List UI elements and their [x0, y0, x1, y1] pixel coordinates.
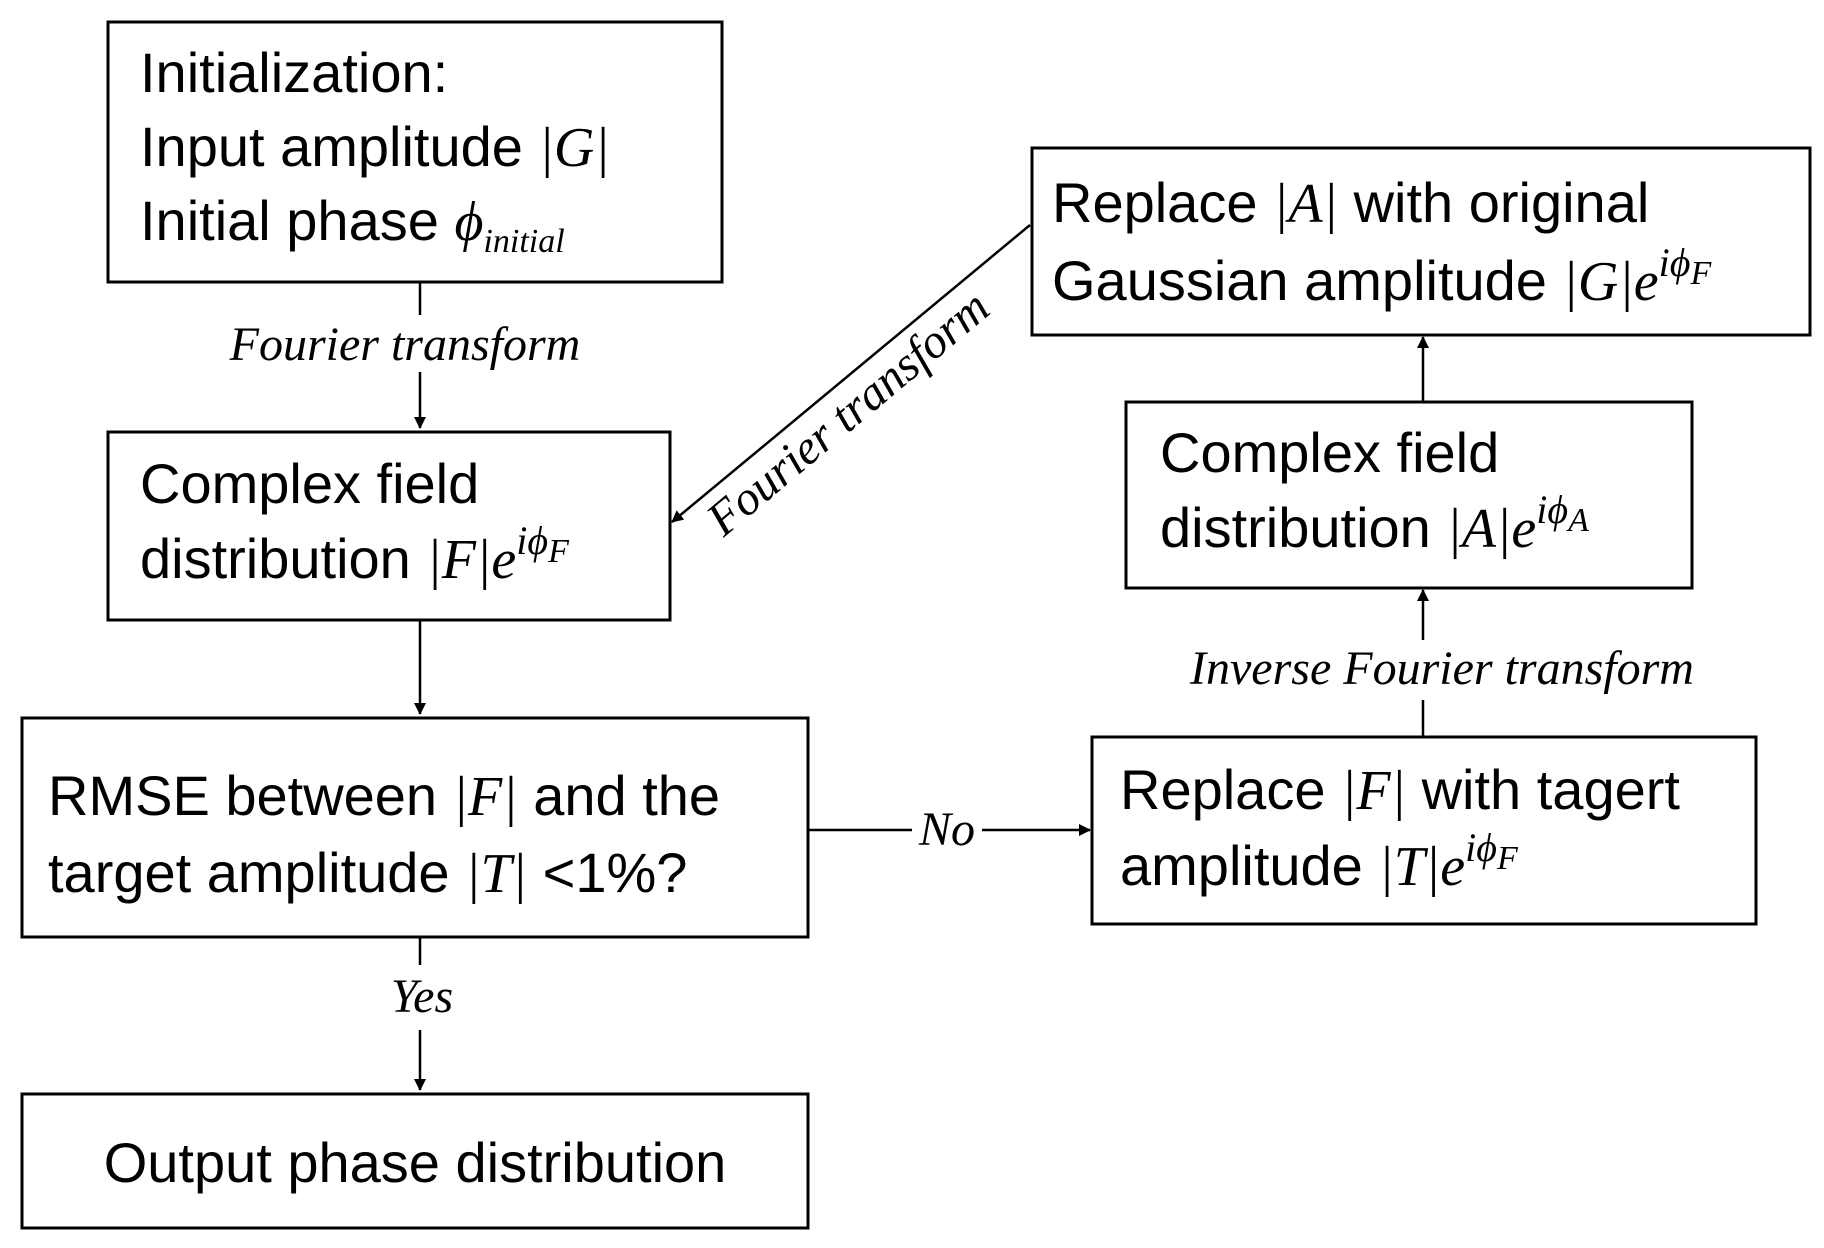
edge-label-fourier-transform-2: Fourier transform	[696, 280, 999, 547]
node-rmse-check: RMSE between |F| and the target amplitud…	[20, 716, 810, 939]
replace-f-line-2: amplitude |T|eiϕF	[1120, 825, 1519, 898]
edge-replace-a-to-complex-field-f: Fourier transform	[671, 224, 1031, 547]
edge-label-fourier-transform-1: Fourier transform	[229, 318, 581, 371]
node-replace-f: Replace |F| with tagert amplitude |T|eiϕ…	[1090, 735, 1758, 926]
edge-label-yes: Yes	[391, 970, 453, 1023]
replace-a-line-2: Gaussian amplitude |G|eiϕF	[1052, 240, 1712, 313]
edge-init-to-complex-field-f: Fourier transform	[229, 282, 581, 429]
init-line-2: Input amplitude |G|	[140, 115, 610, 179]
edge-replace-f-to-complex-field-a: Inverse Fourier transform	[1189, 589, 1694, 737]
edge-label-no: No	[918, 803, 975, 856]
rmse-line-1: RMSE between |F| and the	[48, 764, 720, 828]
init-line-1: Initialization:	[140, 41, 448, 104]
node-complex-field-f: Complex field distribution |F|eiϕF	[106, 430, 672, 622]
node-complex-field-a: Complex field distribution |A|eiϕA	[1124, 400, 1694, 590]
replace-a-line-1: Replace |A| with original	[1052, 171, 1649, 235]
node-initialization: Initialization: Input amplitude |G| Init…	[106, 20, 724, 284]
edge-label-inverse-fourier-transform: Inverse Fourier transform	[1189, 642, 1694, 695]
output-line-1: Output phase distribution	[104, 1131, 727, 1194]
complex-f-line-2: distribution |F|eiϕF	[140, 518, 570, 591]
edge-rmse-to-replace-f: No	[808, 803, 1091, 856]
rmse-line-2: target amplitude |T| <1%?	[48, 841, 687, 905]
init-line-3: Initial phase ϕinitial	[140, 189, 565, 260]
complex-a-line-2: distribution |A|eiϕA	[1160, 487, 1589, 560]
replace-f-line-1: Replace |F| with tagert	[1120, 758, 1680, 822]
edge-rmse-to-output: Yes	[391, 937, 453, 1091]
node-output-phase-distribution: Output phase distribution	[20, 1092, 810, 1230]
node-replace-a: Replace |A| with original Gaussian ampli…	[1030, 146, 1812, 337]
complex-f-line-1: Complex field	[140, 452, 479, 515]
complex-a-line-1: Complex field	[1160, 421, 1499, 484]
